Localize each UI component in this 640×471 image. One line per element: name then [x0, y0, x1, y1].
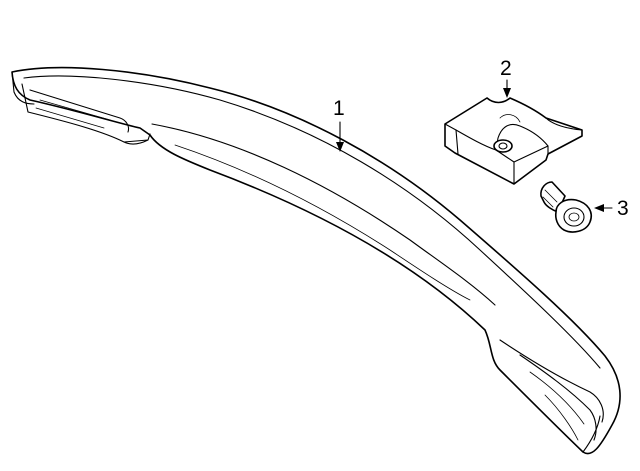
screw-part [540, 181, 592, 233]
retainer-clip-part [444, 97, 583, 185]
callout-2: 2 [500, 57, 512, 98]
callout-1-label: 1 [333, 97, 345, 120]
callout-3: 3 [594, 197, 629, 220]
spoiler-part [11, 66, 621, 455]
callout-1: 1 [333, 97, 345, 152]
callout-2-label: 2 [500, 57, 512, 80]
callout-3-label: 3 [617, 197, 629, 220]
